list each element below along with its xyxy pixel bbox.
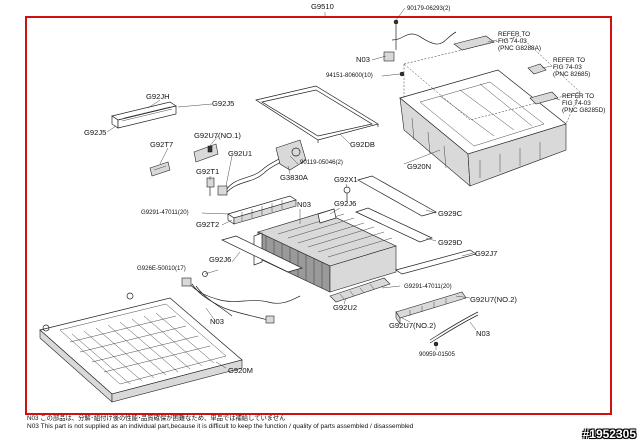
part-g92u2-busbar: [329, 277, 391, 303]
part-g92t2-busbar: [227, 195, 297, 225]
part-g92j7-plate: [395, 249, 477, 275]
label-g9510: G9510: [311, 2, 334, 11]
label-g92u2: G92U2: [333, 303, 358, 312]
label-g92j7: G92J7: [475, 249, 498, 258]
label-g929c: G929C: [438, 209, 463, 218]
label-g92jh: G92JH: [146, 92, 170, 101]
label-g92u1: G92U1: [228, 149, 253, 158]
part-battery-stack: [253, 208, 397, 293]
label-g9291-47011-upper: G9291-47011(20): [141, 209, 189, 216]
part-top-cable: [383, 19, 457, 77]
label-g92db: G92DB: [350, 140, 375, 149]
label-90959-01505: 90959-01505: [419, 351, 455, 358]
part-g929c-bar: [357, 175, 437, 217]
label-g92t2: G92T2: [196, 220, 220, 229]
reference-plate-1: [453, 35, 495, 51]
label-g920m: G920M: [228, 366, 253, 375]
label-g92j5-right: G92J5: [212, 99, 235, 108]
part-g92j6-strip-b: [221, 235, 303, 273]
part-g92u7-no2-busbar: [395, 291, 467, 325]
part-g92db-bar: [255, 85, 379, 143]
label-g92x1: G92X1: [334, 175, 358, 184]
catalog-id-watermark: #1952305: [582, 427, 636, 441]
label-n03-right: N03: [476, 329, 490, 338]
leader-lines: [106, 7, 561, 369]
part-g92u1-harness: [217, 139, 307, 196]
part-g92t1-connector: [206, 177, 215, 196]
label-g9291-47011-lower: G9291-47011(20): [404, 283, 452, 290]
label-g92u7-no2-left: G92U7(NO.2): [389, 321, 436, 330]
reference-plate-3: [529, 91, 559, 105]
label-n03-mid: N03: [297, 200, 311, 209]
label-refer-82685: REFER TO FIG 74-03 (PNC 82685): [553, 57, 591, 79]
label-g92t7: G92T7: [150, 140, 174, 149]
part-g920n-upper-case: [399, 35, 581, 187]
label-refer-g8288a: REFER TO FIG 74-03 (PNC G8288A): [498, 31, 541, 53]
label-g92j5-left: G92J5: [84, 128, 107, 137]
label-g92u7-no1: G92U7(NO.1): [194, 131, 241, 140]
part-n03-lower-harness: [181, 271, 301, 324]
part-n03-right-cable: [429, 311, 479, 347]
label-n03-left: N03: [210, 317, 224, 326]
part-g92u7-no1-clip: [193, 143, 219, 163]
note-japanese: N03 この部品は、分解･組付け後の性能･品質確保が困難なため、単品では補給して…: [27, 415, 286, 422]
label-g92j6-lower: G92J6: [209, 255, 232, 264]
label-g929d: G929D: [438, 238, 463, 247]
label-n03-top: N03: [356, 55, 370, 64]
part-g920m-lower-case: [39, 292, 243, 403]
part-g92jh-tray: [111, 101, 177, 129]
label-refer-g8285d: REFER TO FIG 74-03 (PNC G8285D): [562, 93, 606, 115]
part-g92t7-clip: [149, 161, 171, 177]
label-90179-06293: 90179-06293(2): [407, 5, 451, 12]
part-g92j6-strip-a: [317, 208, 337, 224]
label-g92j6-upper: G92J6: [334, 199, 357, 208]
label-g920n: G920N: [407, 162, 432, 171]
label-g3830a: G3830A: [280, 173, 308, 182]
label-g926e-50010: G926E-50010(17): [137, 265, 186, 272]
diagram-frame: [25, 16, 612, 415]
label-g92u7-no2-right: G92U7(NO.2): [470, 295, 517, 304]
label-g92t1: G92T1: [196, 167, 220, 176]
note-english: N03 This part is not supplied as an indi…: [27, 423, 414, 430]
reference-plate-2: [527, 63, 547, 75]
label-94151-80600: 94151-80600(10): [326, 72, 373, 79]
part-g929d-bar: [355, 207, 433, 243]
label-90119-05046: 90119-05046(2): [300, 159, 343, 166]
